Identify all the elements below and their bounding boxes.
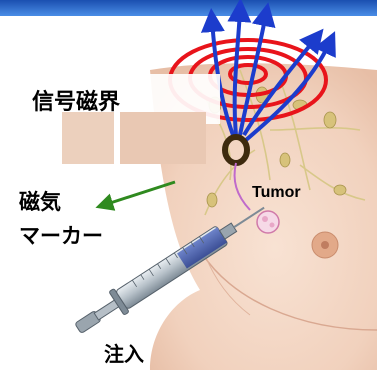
- top-bar: [0, 0, 377, 16]
- obscured-region-right: [120, 112, 206, 164]
- signal-field-label: 信号磁界: [32, 84, 120, 116]
- marker-arrow: [104, 182, 175, 205]
- marker-label: マーカー: [19, 220, 103, 250]
- tumor-label: Tumor: [252, 184, 301, 202]
- injection-label: 注入: [104, 338, 144, 367]
- tumor: [257, 211, 279, 233]
- obscured-region-left: [62, 112, 114, 164]
- magnetic-label: 磁気: [19, 186, 61, 216]
